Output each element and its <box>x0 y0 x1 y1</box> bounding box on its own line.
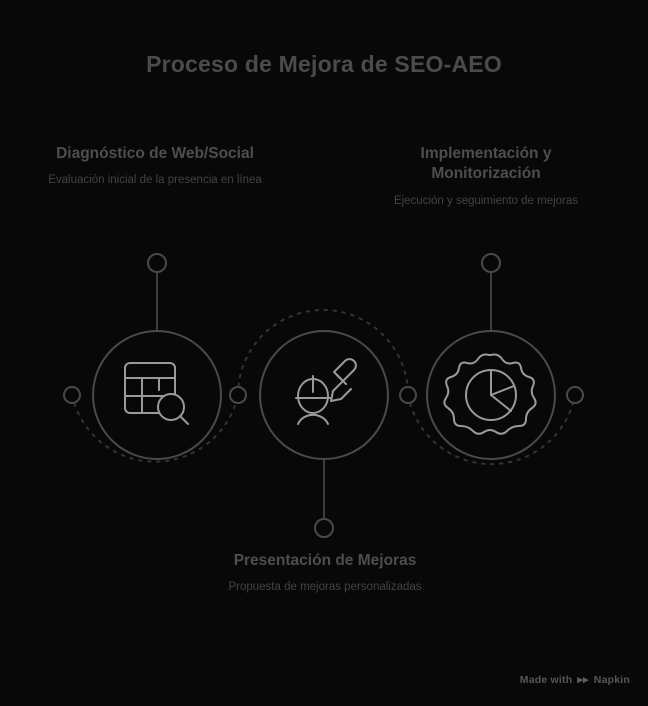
step-label-3: Implementación y Monitorización Ejecució… <box>373 144 599 210</box>
step-circle-2[interactable] <box>259 330 389 460</box>
gear-chart-icon <box>443 353 537 435</box>
leader-dot-step-1 <box>147 253 167 273</box>
step-description-3: Ejecución y seguimiento de mejoras <box>393 194 579 207</box>
watermark-brand-label: Napkin <box>593 674 630 686</box>
step-title-3: Implementación y Monitorización <box>420 145 552 183</box>
arc-node-start <box>63 386 81 404</box>
step-description-2: Propuesta de mejoras personalizadas <box>228 581 422 594</box>
dashed-arc-two-three <box>407 394 576 466</box>
dashed-arc-group <box>71 309 576 466</box>
arc-node-end <box>566 386 584 404</box>
web-audit-icon <box>124 362 189 425</box>
napkin-play-icon: ▸▸ <box>577 673 589 686</box>
leader-line-group <box>156 272 492 519</box>
arc-node-two-three <box>399 386 417 404</box>
leader-dot-group <box>147 253 501 538</box>
user-edit-icon <box>295 358 357 425</box>
watermark-made-with-label: Made with <box>519 674 573 686</box>
leader-dot-step-2 <box>314 518 334 538</box>
napkin-watermark[interactable]: Made with ▸▸ Napkin <box>520 674 630 686</box>
arc-node-group <box>63 386 584 404</box>
leader-dot-step-3 <box>481 253 501 273</box>
step-title-1: Diagnóstico de Web/Social <box>56 145 254 162</box>
step-title-2: Presentación de Mejoras <box>233 552 417 569</box>
step-label-2: Presentación de Mejoras Propuesta de mej… <box>212 551 438 596</box>
dashed-arc-one-two <box>237 309 409 396</box>
step-description-1: Evaluación inicial de la presencia en lí… <box>48 174 262 187</box>
page-title: Proceso de Mejora de SEO-AEO <box>146 51 502 77</box>
arc-node-one-two <box>229 386 247 404</box>
step-label-1: Diagnóstico de Web/Social Evaluación ini… <box>42 144 268 189</box>
